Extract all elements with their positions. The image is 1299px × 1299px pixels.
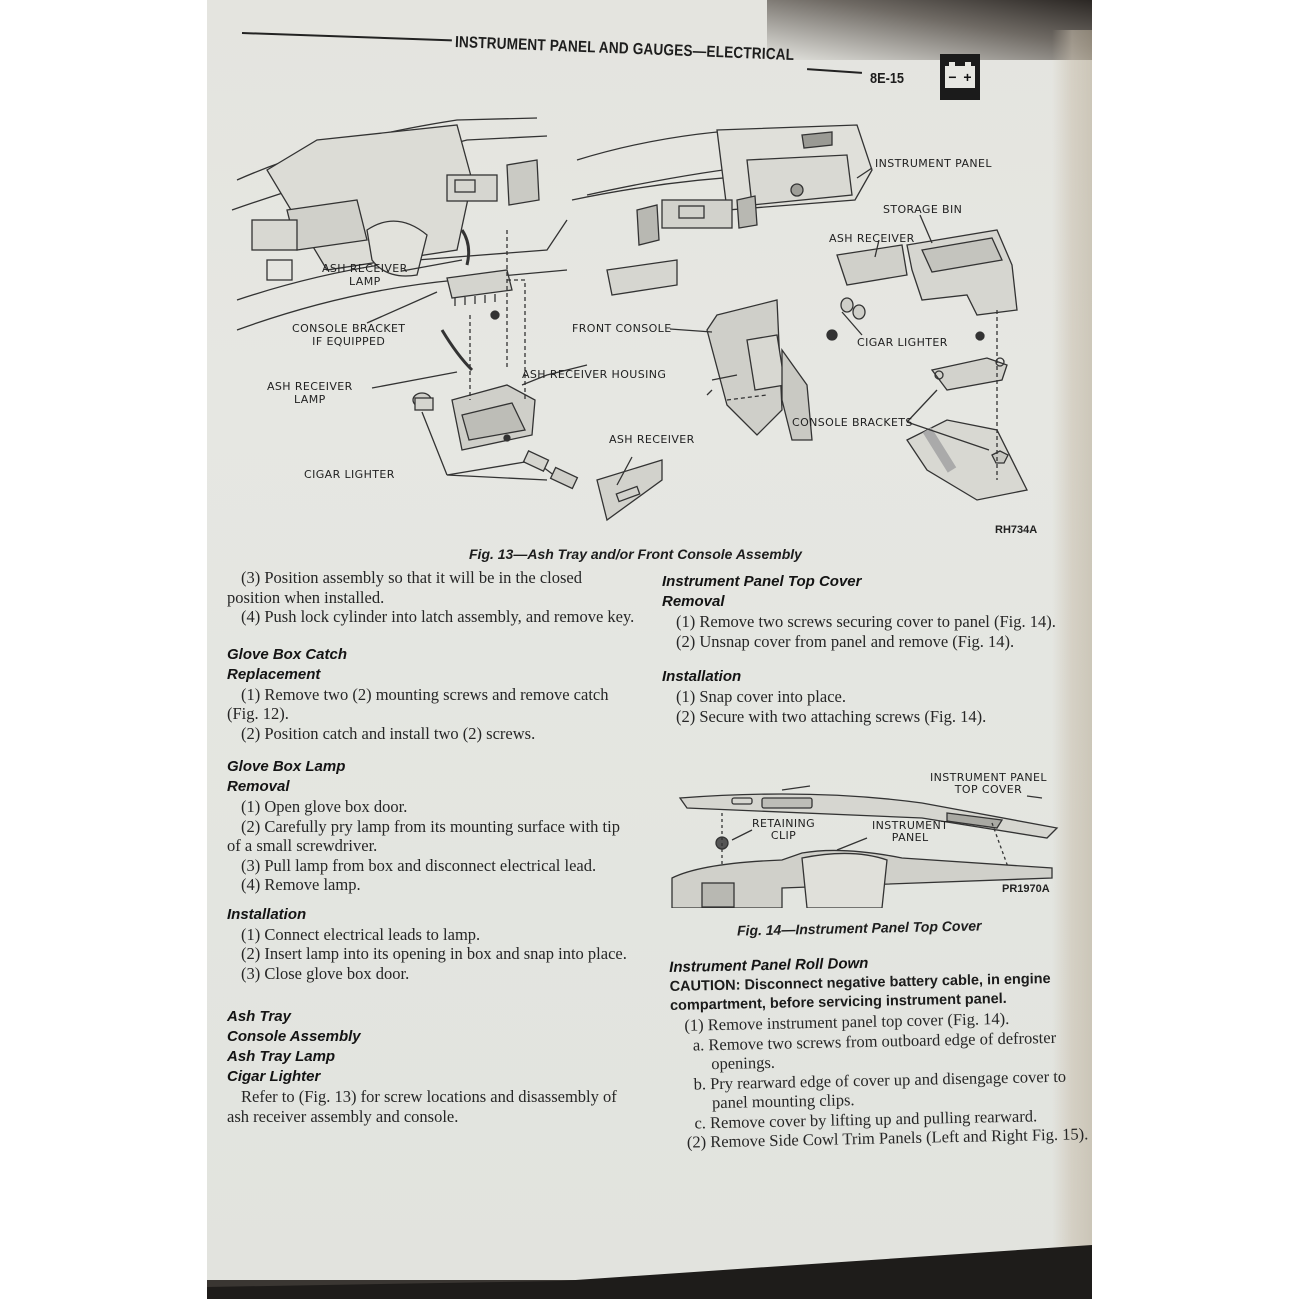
step: (4) Push lock cylinder into latch assemb… xyxy=(241,607,635,626)
step: (3) Close glove box door. xyxy=(241,963,410,983)
subheading-installation: Installation xyxy=(227,905,307,923)
label-storage-bin: STORAGE BIN xyxy=(883,203,963,216)
step: (2) Position catch and install two (2) s… xyxy=(241,723,536,743)
step: (1) Open glove box door. xyxy=(241,797,408,816)
header-rule xyxy=(806,68,863,74)
section-title: INSTRUMENT PANEL AND GAUGES—ELECTRICAL xyxy=(454,34,795,65)
step: (3) Pull lamp from box and disconnect el… xyxy=(241,855,597,875)
left-column: (3) Position assembly so that it will be… xyxy=(227,568,637,1126)
subheading-removal: Removal xyxy=(662,593,725,610)
figure-code: RH734A xyxy=(995,524,1038,536)
label-front-console: FRONT CONSOLE xyxy=(572,322,672,335)
heading-ash-tray: Ash Tray xyxy=(227,1008,291,1025)
subheading-installation: Installation xyxy=(662,668,742,685)
step: (1) Remove two screws securing cover to … xyxy=(676,612,1056,631)
subheading-removal: Removal xyxy=(227,778,290,795)
plus-symbol: + xyxy=(963,69,972,85)
heading-glove-box-lamp: Glove Box Lamp xyxy=(227,758,346,775)
minus-symbol: − xyxy=(948,69,957,85)
heading-glove-box-catch: Glove Box Catch xyxy=(227,645,348,663)
label-cigar-lighter-right: CIGAR LIGHTER xyxy=(857,336,948,349)
step: (2) Insert lamp into its opening in box … xyxy=(241,944,627,963)
header-rule xyxy=(241,32,452,42)
manual-page: INSTRUMENT PANEL AND GAUGES—ELECTRICAL 8… xyxy=(207,0,1092,1280)
page-number: 8E-15 xyxy=(870,70,905,87)
manual-page-photo: INSTRUMENT PANEL AND GAUGES—ELECTRICAL 8… xyxy=(207,0,1092,1299)
label-instrument-panel: INSTRUMENT PANEL xyxy=(875,157,992,170)
step: (1) Connect electrical leads to lamp. xyxy=(241,924,481,944)
step: (1) Remove two (2) mounting screws and r… xyxy=(227,684,609,724)
step: (4) Remove lamp. xyxy=(241,875,361,894)
step: (2) Carefully pry lamp from its mounting… xyxy=(227,816,620,856)
heading-cigar-lighter: Cigar Lighter xyxy=(227,1068,321,1085)
figure-13-caption: Fig. 13—Ash Tray and/or Front Console As… xyxy=(469,546,802,562)
label-console-brackets: CONSOLE BRACKETS xyxy=(792,416,913,429)
figure-14-caption: Fig. 14—Instrument Panel Top Cover xyxy=(736,917,982,939)
heading-instrument-panel-top-cover: Instrument Panel Top Cover xyxy=(662,573,862,590)
page-edge xyxy=(1052,30,1092,1280)
label-ash-receiver-right: ASH RECEIVER xyxy=(829,232,915,245)
body-text: Refer to (Fig. 13) for screw locations a… xyxy=(227,1087,617,1126)
heading-ash-tray-lamp: Ash Tray Lamp xyxy=(227,1048,336,1065)
ash-tray-console-illustration xyxy=(231,117,1028,522)
right-column: Instrument Panel Top Cover Removal (1) R… xyxy=(662,572,1057,726)
page-shadow xyxy=(767,0,1092,60)
heading-console-assembly: Console Assembly xyxy=(227,1028,361,1045)
step: (3) Position assembly so that it will be… xyxy=(227,568,582,607)
label-ash-receiver-left: ASH RECEIVER xyxy=(609,433,695,446)
step: (2) Unsnap cover from panel and remove (… xyxy=(676,631,1015,651)
top-cover-illustration xyxy=(671,785,1059,908)
subheading-replacement: Replacement xyxy=(227,665,321,683)
label-cigar-lighter-left: CIGAR LIGHTER xyxy=(304,468,395,481)
battery-section-badge: − + xyxy=(940,54,980,100)
battery-icon: − + xyxy=(945,62,975,88)
step: (1) Snap cover into place. xyxy=(676,687,846,706)
figure-code: PR1970A xyxy=(1002,883,1050,895)
label-ash-receiver-housing: ASH RECEIVER HOUSING xyxy=(522,368,667,381)
right-column-continued: Instrument Panel Roll Down CAUTION: Disc… xyxy=(669,949,1092,1152)
step: (2) Secure with two attaching screws (Fi… xyxy=(676,706,987,726)
